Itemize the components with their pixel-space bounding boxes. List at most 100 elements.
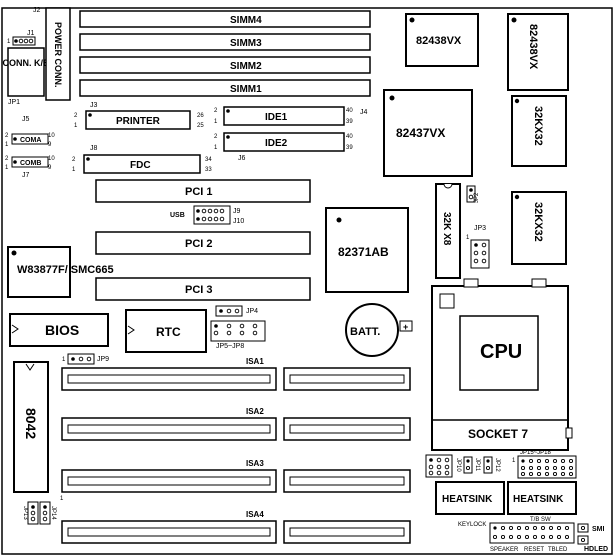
ide2-pin-2: 2 bbox=[214, 134, 218, 140]
j1-pin-1: 1 bbox=[7, 39, 11, 45]
simm2-slot bbox=[79, 56, 371, 74]
j4-label: J4 bbox=[360, 109, 368, 116]
isa1-label: ISA1 bbox=[246, 357, 264, 366]
jp3-pin-1: 1 bbox=[466, 235, 470, 241]
isa2-slot-short bbox=[283, 417, 411, 441]
simm3-label: SIMM3 bbox=[230, 38, 262, 49]
hdled-label: HDLED bbox=[584, 546, 608, 553]
simm1-label: SIMM1 bbox=[230, 84, 262, 95]
kb-conn-label: CONN. K/B bbox=[3, 58, 51, 68]
simm2-label: SIMM2 bbox=[230, 61, 262, 72]
cpu-socket: CPU SOCKET 7 bbox=[431, 278, 573, 451]
pci2-label: PCI 2 bbox=[185, 238, 213, 250]
pci3-label: PCI 3 bbox=[185, 284, 213, 296]
ide2-pin-39: 39 bbox=[346, 145, 353, 151]
fdc-pin-1: 1 bbox=[72, 167, 76, 173]
coma-pin-1: 1 bbox=[5, 142, 9, 148]
isa3-slot-long bbox=[61, 469, 277, 493]
smi-label: SMI bbox=[592, 526, 605, 533]
keyboard-connector: CONN. K/B bbox=[3, 47, 51, 97]
j9-label: J9 bbox=[233, 208, 241, 215]
isa4-slot-short bbox=[283, 520, 411, 544]
simm4-slot bbox=[79, 10, 371, 28]
ide2-pin-40: 40 bbox=[346, 134, 353, 140]
keylock-label: KEYLOCK bbox=[458, 522, 486, 528]
turbo-switch-label: T/B SW bbox=[530, 517, 551, 523]
coma-pin-9: 9 bbox=[48, 142, 52, 148]
tbled-label: TBLED bbox=[548, 547, 568, 553]
ide2-label: IDE2 bbox=[265, 138, 288, 149]
printer-label: PRINTER bbox=[116, 116, 161, 127]
battery: BATT. + bbox=[345, 303, 413, 357]
ide2-connector: IDE2 40 39 2 1 J6 bbox=[214, 132, 353, 162]
comb-pin-9: 9 bbox=[48, 165, 52, 171]
jp3-label: JP3 bbox=[474, 225, 486, 232]
isa4-slot-long bbox=[61, 520, 277, 544]
jp13-jp14-jumpers: JP13 JP14 1 bbox=[22, 496, 64, 525]
chip-82438vx-a: 82438VX bbox=[405, 13, 479, 67]
pci2-slot bbox=[95, 231, 311, 255]
j1-keyboard-header: J1 1 bbox=[7, 30, 36, 46]
battery-plus: + bbox=[403, 322, 408, 332]
jp2-label: JP2 bbox=[474, 192, 480, 203]
jp4-jumper: JP4 bbox=[215, 305, 258, 317]
chip-82438vx-b: 82438VX bbox=[507, 13, 569, 91]
tag-ram-label: 32K X8 bbox=[441, 212, 452, 246]
j8-label: J8 bbox=[90, 145, 98, 152]
usb-label: USB bbox=[170, 212, 185, 219]
fdc-pin-33: 33 bbox=[205, 167, 212, 173]
comb-label: COMB bbox=[20, 160, 41, 167]
simm1-slot bbox=[79, 79, 371, 97]
tag-ram-32kx8: 32K X8 bbox=[435, 183, 461, 279]
fdc-connector: FDC 34 33 2 1 bbox=[72, 154, 212, 174]
bios-label: BIOS bbox=[45, 322, 79, 338]
coma-header: COMA 10 9 2 1 bbox=[5, 133, 55, 148]
heatsink-2-label: HEATSINK bbox=[513, 494, 564, 505]
sram-1-label: 32KX32 bbox=[532, 106, 544, 146]
isa2-slot-long bbox=[61, 417, 277, 441]
io-chip-line: W83877F/ SMC665 bbox=[17, 264, 114, 276]
heatsink-1: HEATSINK bbox=[435, 481, 505, 515]
comb-header: COMB 10 9 2 1 bbox=[5, 156, 55, 171]
jp13-label: JP13 bbox=[22, 506, 28, 520]
power-conn-label: POWER CONN. bbox=[53, 22, 63, 88]
chip-82438vx-a-label: 82438VX bbox=[416, 35, 462, 47]
jp5-jp8-label: JP5~JP8 bbox=[216, 343, 244, 350]
j6-label: J6 bbox=[238, 155, 246, 162]
isa3-label: ISA3 bbox=[246, 459, 264, 468]
cpu-label: CPU bbox=[480, 341, 522, 363]
ide1-pin-1: 1 bbox=[214, 119, 218, 125]
pci1-slot bbox=[95, 179, 311, 203]
pci3-slot bbox=[95, 277, 311, 301]
jp15-jp18-label: JP15~JP18 bbox=[520, 450, 552, 456]
isa-slots: ISA1 ISA2 ISA3 ISA4 bbox=[61, 357, 411, 544]
fdc-label: FDC bbox=[130, 160, 151, 171]
comb-pin-2: 2 bbox=[5, 156, 9, 162]
kbc-label: 8042 bbox=[23, 408, 39, 439]
chip-82437vx-label: 82437VX bbox=[396, 126, 445, 140]
jp15-jp18-jumpers: JP15~JP18 1 bbox=[512, 450, 577, 479]
ide1-connector: IDE1 40 39 2 1 J4 bbox=[214, 106, 368, 126]
isa3-slot-short bbox=[283, 469, 411, 493]
simm3-slot bbox=[79, 33, 371, 51]
j2-label: J2 bbox=[33, 7, 41, 14]
sram-32kx32-1: 32KX32 bbox=[511, 95, 567, 167]
isa1-slot-short bbox=[283, 367, 411, 391]
ide1-pin-2: 2 bbox=[214, 108, 218, 114]
bios-chip: BIOS bbox=[9, 313, 109, 347]
isa1-slot-long bbox=[61, 367, 277, 391]
chip-82438vx-b-label: 82438VX bbox=[527, 24, 539, 70]
jp1-label: JP1 bbox=[8, 99, 20, 106]
usb-headers: USB J9 J10 bbox=[170, 205, 244, 225]
rtc-label: RTC bbox=[156, 325, 181, 339]
chip-82437vx: 82437VX bbox=[383, 89, 473, 177]
coma-label: COMA bbox=[20, 137, 41, 144]
jp11-label: JP11 bbox=[474, 458, 480, 472]
ide1-pin-40: 40 bbox=[346, 108, 353, 114]
printer-pin-25: 25 bbox=[197, 123, 204, 129]
heatsink-1-label: HEATSINK bbox=[442, 494, 493, 505]
ide2-pin-1: 1 bbox=[214, 145, 218, 151]
power-connector: POWER CONN. bbox=[45, 7, 71, 101]
reset-label: RESET bbox=[524, 547, 544, 553]
